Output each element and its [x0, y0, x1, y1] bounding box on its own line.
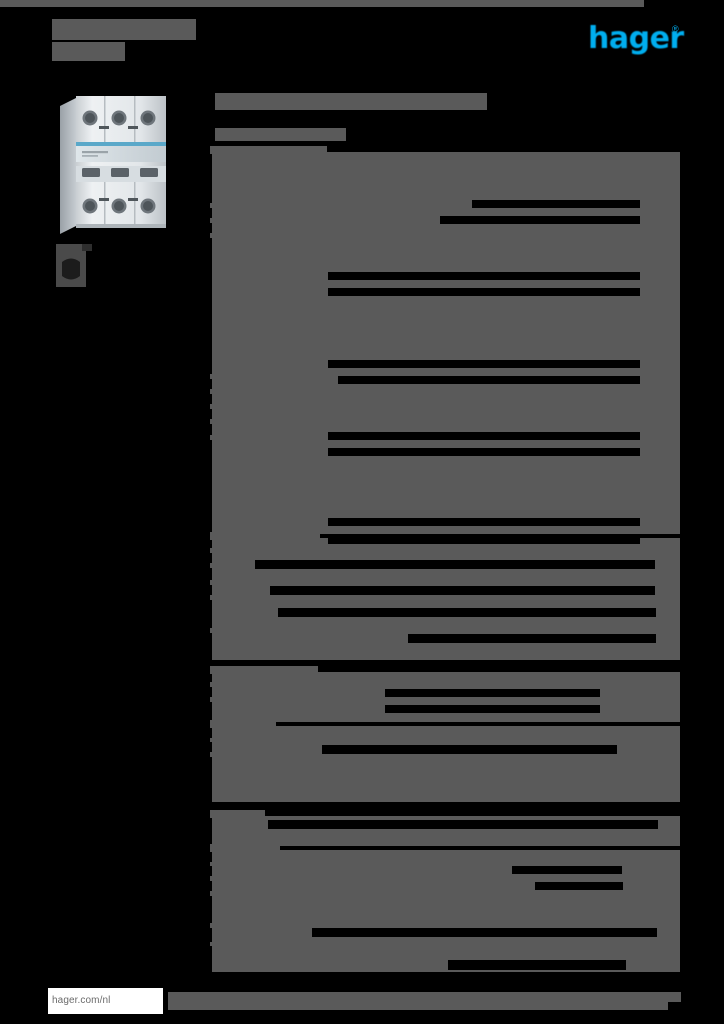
row-indent [196, 816, 212, 846]
section-heading [210, 532, 320, 540]
header: hager ® [0, 0, 724, 61]
row-indent [196, 223, 212, 233]
row-indent [196, 742, 212, 752]
redacted-value [328, 432, 640, 440]
row-indent [196, 585, 212, 595]
row-indent [196, 896, 212, 923]
row-indent [196, 757, 212, 802]
registered-trademark-icon: ® [672, 24, 679, 34]
page-title [215, 93, 487, 110]
section-heading [210, 810, 265, 818]
row-indent [196, 726, 212, 738]
row-indent [196, 568, 212, 580]
redacted-value [385, 705, 600, 713]
spec-table-body [210, 672, 680, 722]
row-indent [196, 946, 212, 972]
spec-table-body [210, 726, 680, 802]
footer-url-panel [48, 988, 163, 1014]
redacted-value [440, 216, 640, 224]
row-indent [196, 379, 212, 389]
row-indent [196, 238, 212, 374]
row-indent [196, 424, 212, 435]
footer-page-number [645, 992, 681, 1002]
redacted-value [448, 962, 626, 970]
redacted-value [322, 745, 617, 754]
section-heading [210, 844, 280, 852]
page-subtitle [215, 128, 346, 141]
row-indent [196, 538, 212, 548]
row-indent [196, 208, 212, 218]
header-title-line-2 [52, 42, 125, 61]
wiring-schematic-icon [56, 244, 98, 287]
header-title-line-1 [52, 19, 196, 40]
redacted-value [385, 689, 600, 697]
footer-url-link[interactable]: hager.com/nl [52, 995, 111, 1006]
redacted-value [312, 928, 657, 937]
footer-center-text [168, 992, 668, 1010]
row-indent [196, 600, 212, 628]
section-heading [210, 666, 318, 674]
row-indent [196, 553, 212, 563]
spec-table-body [210, 152, 680, 534]
row-indent [196, 928, 212, 942]
footer: hager.com/nl [0, 3, 724, 1014]
row-indent [196, 633, 212, 660]
redacted-value [278, 608, 656, 617]
footer-divider [0, 3, 644, 7]
row-indent [196, 881, 212, 891]
redacted-value [328, 272, 640, 280]
product-photo [56, 88, 174, 243]
redacted-value [270, 586, 655, 595]
header-divider [0, 0, 644, 3]
redacted-value [255, 560, 655, 569]
redacted-value [535, 882, 623, 890]
row-indent [196, 866, 212, 876]
row-indent [196, 440, 212, 534]
redacted-value [268, 820, 658, 829]
redacted-value [512, 866, 622, 874]
redacted-value [328, 518, 640, 526]
row-indent [196, 409, 212, 419]
redacted-value [472, 200, 640, 208]
redacted-value [328, 536, 640, 544]
redacted-value [328, 288, 640, 296]
row-indent [196, 672, 212, 682]
row-indent [196, 152, 212, 203]
redacted-value [338, 376, 640, 384]
row-indent [196, 687, 212, 697]
row-indent [196, 394, 212, 404]
redacted-value [328, 448, 640, 456]
row-indent [196, 850, 212, 862]
redacted-value [328, 360, 640, 368]
hager-logo[interactable]: hager [588, 21, 684, 56]
row-indent [196, 702, 212, 722]
section-heading [210, 146, 327, 154]
redacted-value [408, 634, 656, 643]
section-heading [210, 720, 276, 728]
